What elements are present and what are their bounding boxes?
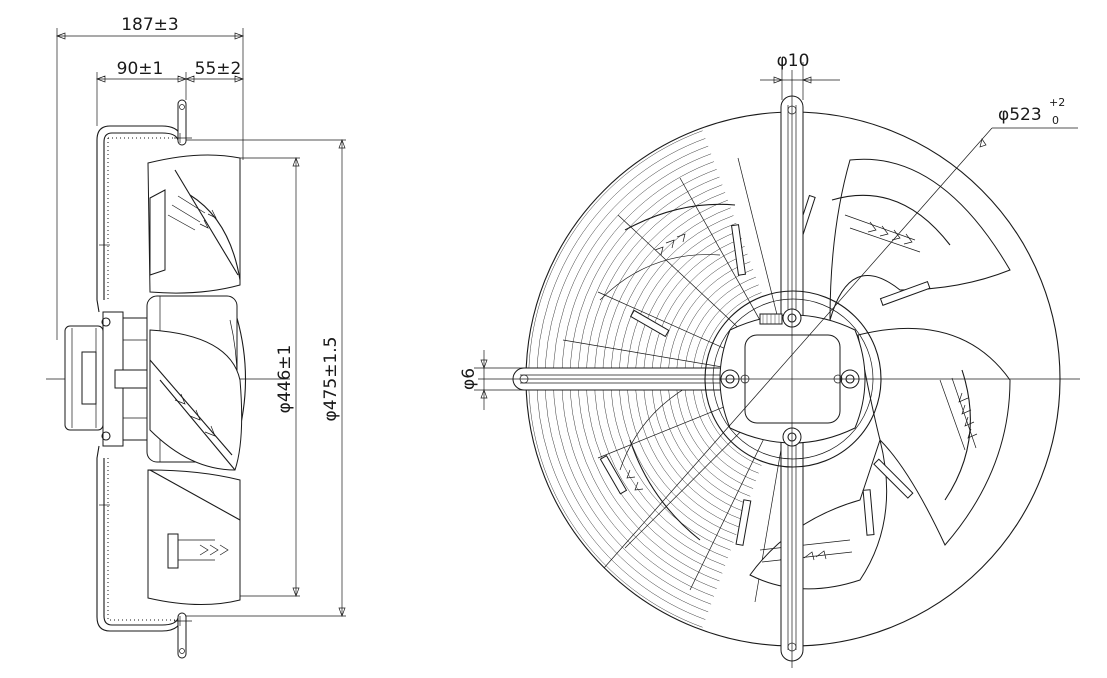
dim-overall-depth [56, 28, 244, 340]
dim-slot-width [760, 62, 840, 100]
dim-slot-width-label: φ10 [777, 51, 810, 71]
dim-blade-depth-label: 55±2 [195, 59, 242, 79]
guard-mount-bottom [174, 612, 192, 659]
dim-overall-depth-label: 187±3 [121, 15, 179, 35]
front-blade-4 [599, 203, 736, 541]
dim-guard-depth-label: 90±1 [117, 59, 164, 79]
dim-inner-diameter-label: φ446±1 [275, 345, 295, 414]
dim-ring-tol-upper: +2 [1049, 96, 1065, 109]
dim-outer-diameter-label: φ475±1.5 [321, 337, 341, 422]
blade-lower [147, 469, 241, 605]
dim-inner-diameter [240, 157, 300, 597]
guard-mesh-dots [107, 137, 175, 621]
guard-mount-top [174, 99, 192, 146]
front-view: φ10 φ6 φ523 +2 0 [459, 51, 1080, 668]
dim-hole-diameter-label: φ6 [459, 368, 479, 390]
motor-body [64, 311, 148, 447]
side-view: 187±3 90±1 55±2 φ446±1 φ475±1.5 [46, 15, 346, 659]
dim-ring-diameter-label: φ523 [998, 105, 1042, 125]
blade-upper [147, 154, 241, 294]
dim-hole-diameter [474, 350, 530, 410]
front-blade-2 [857, 327, 1011, 546]
dim-ring-diameter [603, 127, 1078, 569]
blade-middle [149, 329, 243, 471]
dim-ring-tol-lower: 0 [1052, 114, 1059, 127]
dim-guard-depth [96, 72, 244, 126]
front-blade-1 [829, 158, 1011, 321]
dim-outer-diameter [186, 139, 346, 617]
guard-cross-marks [99, 240, 110, 516]
